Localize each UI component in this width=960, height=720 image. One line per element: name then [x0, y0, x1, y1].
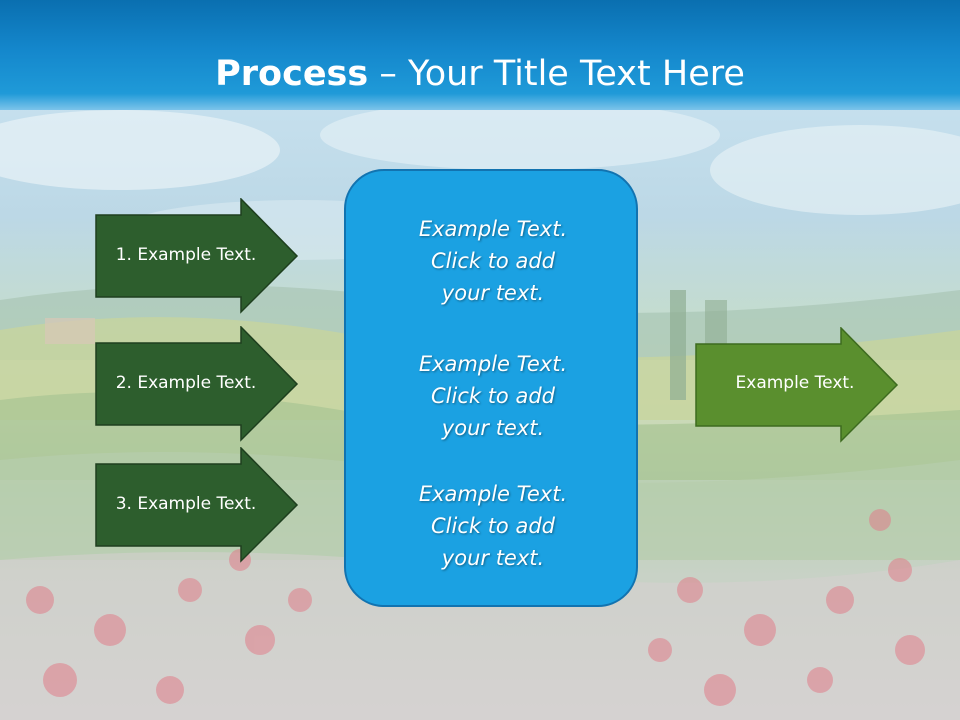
title-rest-text: Your Title Text Here	[407, 54, 745, 94]
center-block-line: your text.	[441, 281, 545, 305]
left-arrow-3[interactable]: 3. Example Text.	[95, 447, 299, 563]
title-bar: Process – Your Title Text Here	[0, 0, 960, 110]
title-bold-text: Process	[215, 54, 369, 94]
center-block-line: your text.	[441, 546, 545, 570]
arrow-shape	[95, 326, 299, 442]
left-arrow-1-label: 1. Example Text.	[115, 245, 257, 265]
arrow-shape	[95, 447, 299, 563]
left-arrow-2-label: 2. Example Text.	[115, 373, 257, 393]
center-text-block-1: Example Text. Click to add your text.	[346, 213, 640, 309]
arrow-shape	[95, 198, 299, 314]
center-block-line: Example Text.	[418, 482, 568, 506]
center-block-line: Example Text.	[418, 352, 568, 376]
center-block-line: Click to add	[430, 514, 555, 538]
left-arrow-1[interactable]: 1. Example Text.	[95, 198, 299, 314]
center-block-line: Click to add	[430, 384, 555, 408]
arrow-shape	[695, 327, 899, 443]
slide-title: Process – Your Title Text Here	[0, 52, 960, 96]
center-text-box[interactable]: Example Text. Click to add your text. Ex…	[344, 169, 638, 607]
center-text-block-3: Example Text. Click to add your text.	[346, 478, 640, 574]
center-block-line: your text.	[441, 416, 545, 440]
center-block-line: Example Text.	[418, 217, 568, 241]
right-arrow-label: Example Text.	[735, 373, 855, 393]
center-block-line: Click to add	[430, 249, 555, 273]
left-arrow-3-label: 3. Example Text.	[115, 494, 257, 514]
right-arrow[interactable]: Example Text.	[695, 327, 899, 443]
center-text-block-2: Example Text. Click to add your text.	[346, 348, 640, 444]
left-arrow-2[interactable]: 2. Example Text.	[95, 326, 299, 442]
title-dash: –	[368, 54, 408, 94]
